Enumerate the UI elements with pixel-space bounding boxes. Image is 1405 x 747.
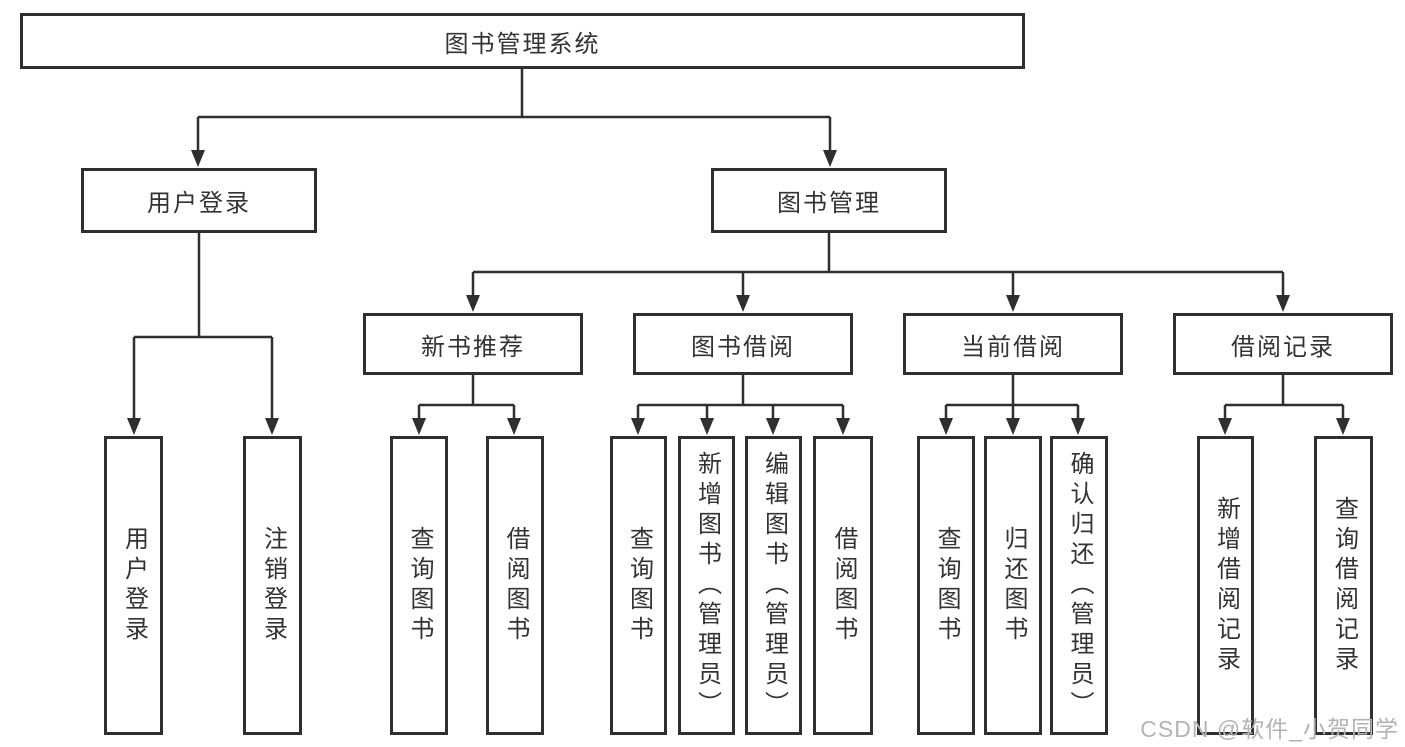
- leaf-bb-edit-books-admin: 编辑图书（管理员）: [745, 436, 802, 735]
- leaf-logout: 注销登录: [243, 436, 302, 735]
- leaf-bb-borrow-books: 借阅图书: [813, 436, 873, 735]
- node-root: 图书管理系统: [20, 13, 1025, 69]
- leaf-cb-return-books: 归还图书: [984, 436, 1042, 735]
- node-current-borrow: 当前借阅: [903, 313, 1123, 375]
- node-book-management: 图书管理: [711, 168, 947, 233]
- leaf-user-login: 用户登录: [104, 436, 163, 735]
- leaf-br-query-record: 查询借阅记录: [1314, 436, 1373, 735]
- node-new-book-recommend: 新书推荐: [363, 313, 583, 375]
- leaf-bb-add-books-admin: 新增图书（管理员）: [678, 436, 735, 735]
- csdn-watermark: CSDN @软件_小贺同学: [1140, 716, 1399, 742]
- node-book-borrow: 图书借阅: [633, 313, 853, 375]
- leaf-bb-query-books: 查询图书: [610, 436, 667, 735]
- node-user-login: 用户登录: [81, 168, 317, 233]
- leaf-nbr-query-books: 查询图书: [390, 436, 448, 735]
- node-borrow-records: 借阅记录: [1173, 313, 1393, 375]
- leaf-br-add-record: 新增借阅记录: [1197, 436, 1254, 735]
- leaf-nbr-borrow-books: 借阅图书: [486, 436, 544, 735]
- leaf-cb-confirm-return-admin: 确认归还（管理员）: [1050, 436, 1108, 735]
- leaf-cb-query-books: 查询图书: [917, 436, 975, 735]
